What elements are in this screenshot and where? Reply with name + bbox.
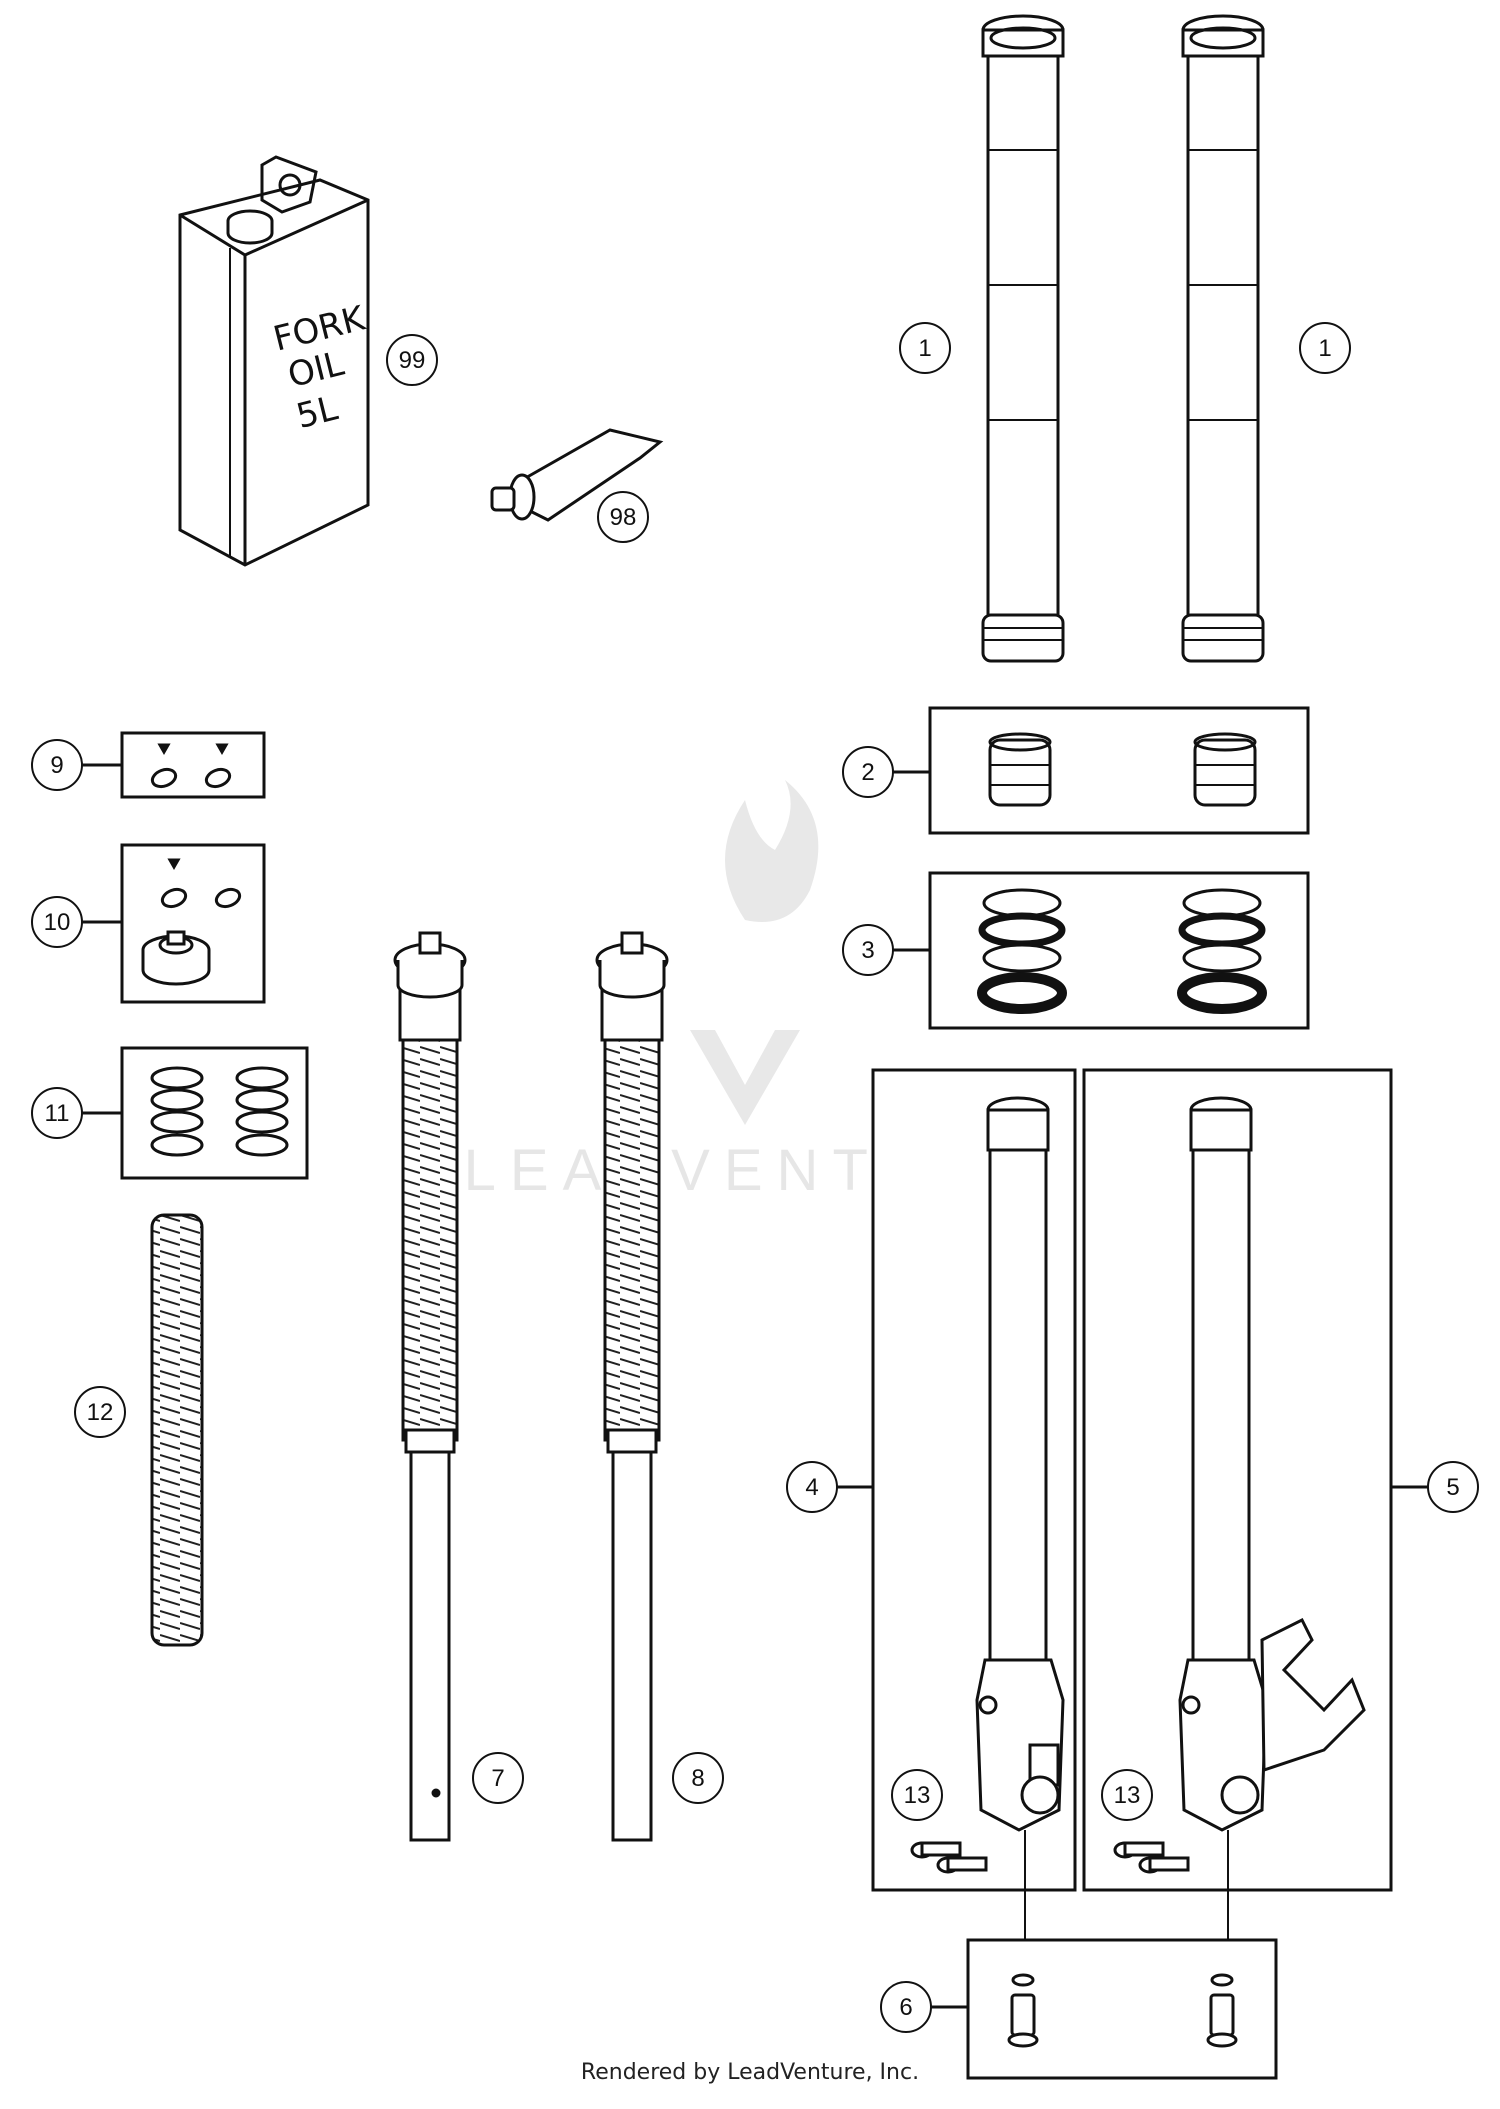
callout-6-label: 6 [899, 1994, 912, 2021]
callout-6: 6 [880, 1981, 932, 2033]
fork-leg-left-box [835, 1068, 1077, 1892]
callout-7: 7 [472, 1752, 524, 1804]
fork-spring [150, 1213, 204, 1647]
callout-98: 98 [597, 491, 649, 543]
callout-4: 4 [786, 1461, 838, 1513]
callout-13-left-label: 13 [904, 1782, 931, 1809]
damping-cartridge-left [393, 931, 467, 1842]
callout-99: 99 [386, 334, 438, 386]
fork-cap-kit-box [82, 843, 266, 1004]
damping-cartridge-right [595, 931, 669, 1842]
callout-99-label: 99 [399, 347, 426, 374]
callout-2: 2 [842, 746, 894, 798]
callout-10-label: 10 [44, 909, 71, 936]
footer-credit: Rendered by LeadVenture, Inc. [580, 2060, 920, 2085]
grease-tube [490, 428, 664, 522]
can-label-line-3: 5L [292, 388, 341, 437]
fork-tube-left [981, 14, 1065, 663]
callout-4-label: 4 [805, 1474, 818, 1501]
callout-3-label: 3 [861, 937, 874, 964]
callout-12-label: 12 [87, 1399, 114, 1426]
callout-1-left: 1 [899, 322, 951, 374]
callout-9: 9 [31, 739, 83, 791]
callout-13-right-label: 13 [1114, 1782, 1141, 1809]
callout-8: 8 [672, 1752, 724, 1804]
callout-12: 12 [74, 1386, 126, 1438]
callout-11: 11 [31, 1087, 83, 1139]
callout-1-left-label: 1 [918, 335, 931, 362]
callout-2-label: 2 [861, 759, 874, 786]
callout-1-right: 1 [1299, 322, 1351, 374]
callout-5-label: 5 [1446, 1474, 1459, 1501]
callout-3: 3 [842, 924, 894, 976]
fork-tube-right [1181, 14, 1265, 663]
callout-9-label: 9 [50, 752, 63, 779]
callout-98-label: 98 [610, 504, 637, 531]
oring-kit-box [82, 1046, 309, 1180]
watermark-logo [690, 780, 819, 1125]
callout-13-left: 13 [891, 1769, 943, 1821]
fork-leg-right-box [1082, 1068, 1428, 1892]
fork-oil-can [178, 155, 370, 567]
callout-5: 5 [1427, 1461, 1479, 1513]
callout-11-label: 11 [45, 1100, 70, 1127]
callout-1-right-label: 1 [1318, 335, 1331, 362]
callout-13-right: 13 [1101, 1769, 1153, 1821]
callout-7-label: 7 [491, 1765, 504, 1792]
seal-set-box [893, 871, 1310, 1030]
screw-kit-box-9 [82, 731, 266, 799]
bushing-set-box [893, 706, 1310, 835]
callout-8-label: 8 [691, 1765, 704, 1792]
axle-bolt-box [930, 1938, 1278, 2080]
callout-10: 10 [31, 896, 83, 948]
